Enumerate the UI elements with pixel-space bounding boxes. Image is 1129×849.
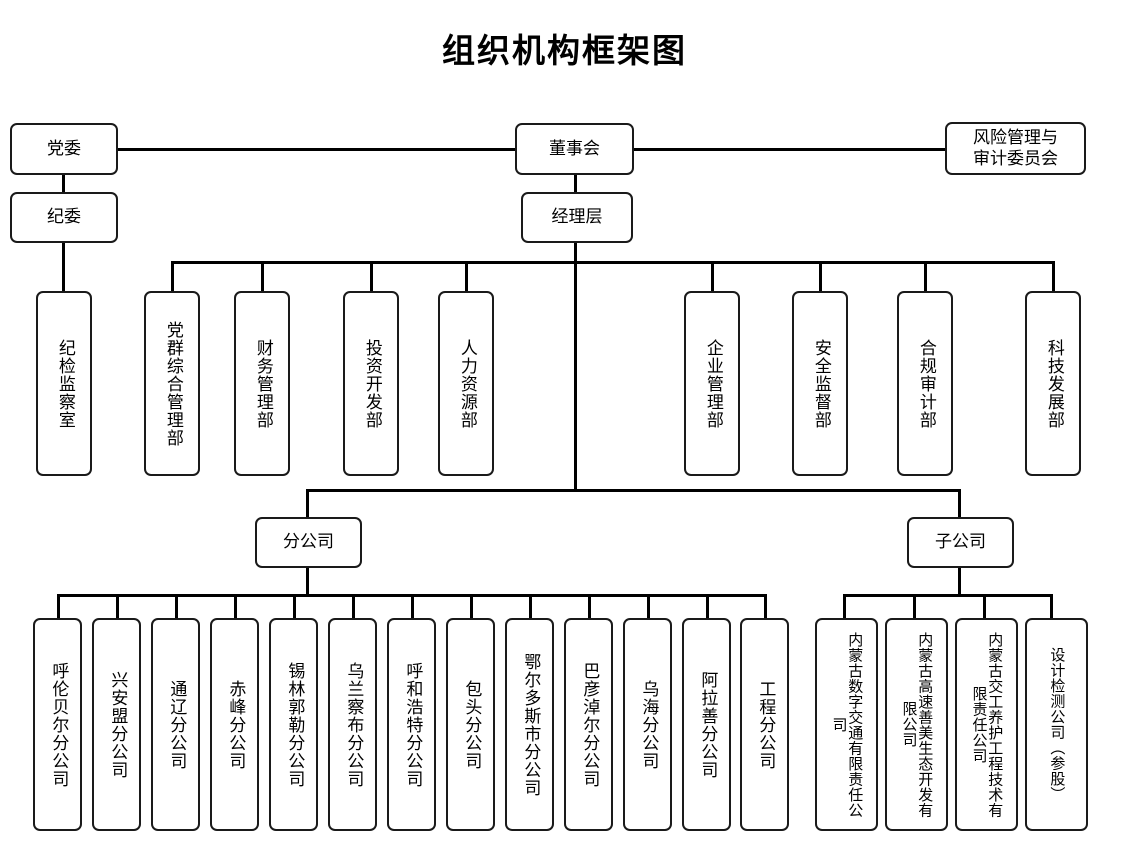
node-management-layer[interactable]: 经理层 [521,192,633,243]
node-branch-hulunbuir[interactable]: 呼伦贝尔分公司 [33,618,82,831]
node-subsidiary-design-inspection[interactable]: 设计检测公司（参股） [1025,618,1088,831]
connector-company-bus [306,489,961,492]
connector-riser-dept-1 [171,261,174,292]
connector-riser-dept-6 [819,261,822,292]
node-subsidiary-eco-development[interactable]: 内蒙古高速善美生态开发有限公司 [885,618,948,831]
connector-riser-branch-13 [764,594,767,619]
node-branch-chifeng[interactable]: 赤峰分公司 [210,618,259,831]
connector-riser-dept-7 [924,261,927,292]
node-branch-xinganmeng[interactable]: 兴安盟分公司 [92,618,141,831]
node-party-committee[interactable]: 党委 [10,123,118,175]
node-branch-baotou[interactable]: 包头分公司 [446,618,495,831]
connector-subsidiary-bus [843,594,1053,597]
node-branch-xilingol[interactable]: 锡林郭勒分公司 [269,618,318,831]
connector-riser-subsidiary-2 [913,594,916,619]
connector-riser-branch-11 [647,594,650,619]
connector-riser-subsidiary-4 [1050,594,1053,619]
node-discipline-committee[interactable]: 纪委 [10,192,118,243]
node-board-of-directors[interactable]: 董事会 [515,123,634,175]
node-subsidiary-maintenance-tech[interactable]: 内蒙古交工养护工程技术有限责任公司 [955,618,1018,831]
connector-party-to-discipline [62,173,65,195]
node-subsidiary-group[interactable]: 子公司 [907,517,1014,568]
node-department-enterprise-management[interactable]: 企业管理部 [684,291,740,476]
connector-riser-subsidiary-group [958,489,961,518]
connector-department-bus [171,261,1055,264]
node-branch-hohhot[interactable]: 呼和浩特分公司 [387,618,436,831]
connector-riser-branch-6 [352,594,355,619]
risk-audit-committee-line-1: 风险管理与 [973,127,1058,148]
connector-branch-drop [306,566,309,596]
connector-riser-dept-5 [711,261,714,292]
risk-audit-committee-line-2: 审计委员会 [973,148,1058,169]
connector-riser-branch-10 [588,594,591,619]
node-branch-wuhai[interactable]: 乌海分公司 [623,618,672,831]
connector-management-trunk [574,261,577,491]
connector-riser-dept-4 [465,261,468,292]
node-risk-audit-committee[interactable]: 风险管理与 审计委员会 [945,122,1086,175]
node-department-finance[interactable]: 财务管理部 [234,291,290,476]
node-department-safety-supervision[interactable]: 安全监督部 [792,291,848,476]
node-branch-engineering[interactable]: 工程分公司 [740,618,789,831]
connector-riser-branch-12 [706,594,709,619]
connector-riser-branch-group [306,489,309,518]
connector-riser-branch-5 [293,594,296,619]
node-branch-bayannur[interactable]: 巴彦淖尔分公司 [564,618,613,831]
node-department-investment[interactable]: 投资开发部 [343,291,399,476]
node-branch-alxa[interactable]: 阿拉善分公司 [682,618,731,831]
node-department-human-resources[interactable]: 人力资源部 [438,291,494,476]
connector-discipline-to-inspection [62,241,65,291]
connector-riser-branch-4 [234,594,237,619]
connector-riser-dept-3 [370,261,373,292]
page-title: 组织机构框架图 [442,31,687,70]
node-inspection-office[interactable]: 纪检监察室 [36,291,92,476]
node-department-technology-development[interactable]: 科技发展部 [1025,291,1081,476]
connector-riser-branch-8 [470,594,473,619]
connector-riser-branch-1 [57,594,60,619]
connector-riser-branch-3 [175,594,178,619]
node-branch-ordos[interactable]: 鄂尔多斯市分公司 [505,618,554,831]
connector-riser-subsidiary-1 [843,594,846,619]
connector-riser-branch-2 [116,594,119,619]
connector-riser-branch-9 [529,594,532,619]
node-subsidiary-digital-transport[interactable]: 内蒙古数字交通有限责任公司 [815,618,878,831]
connector-management-drop [574,241,577,263]
node-branch-ulanqab[interactable]: 乌兰察布分公司 [328,618,377,831]
node-department-compliance-audit[interactable]: 合规审计部 [897,291,953,476]
connector-subsidiary-drop [958,566,961,596]
connector-riser-branch-7 [411,594,414,619]
connector-riser-dept-2 [261,261,264,292]
node-branch-tongliao[interactable]: 通辽分公司 [151,618,200,831]
connector-riser-dept-8 [1052,261,1055,292]
node-department-party-affairs[interactable]: 党群综合管理部 [144,291,200,476]
connector-board-to-management [574,173,577,194]
node-branch-group[interactable]: 分公司 [255,517,362,568]
connector-riser-subsidiary-3 [983,594,986,619]
